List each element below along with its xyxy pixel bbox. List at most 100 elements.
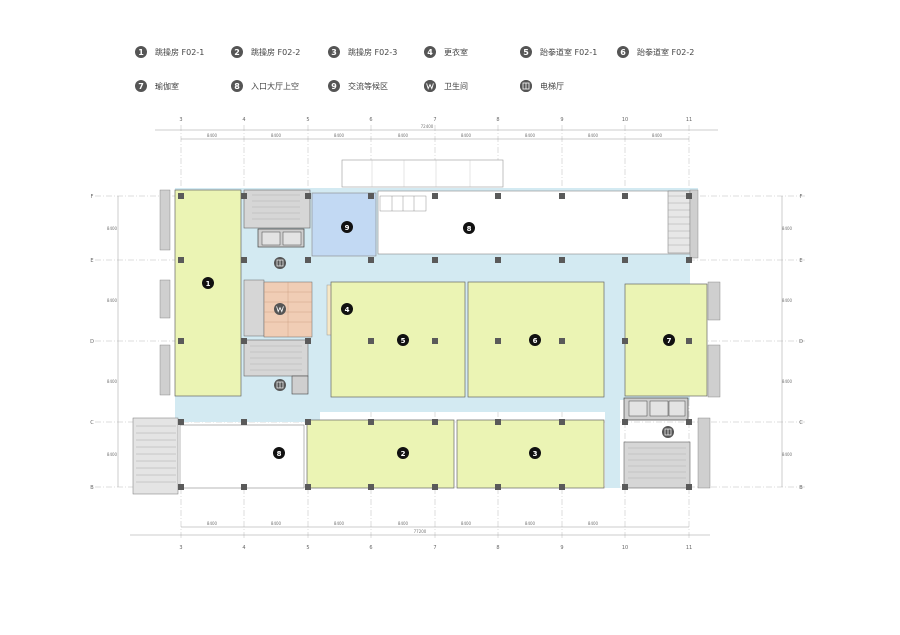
core-bottom-right bbox=[623, 397, 691, 489]
legend-item-elevator: 电梯厅 bbox=[520, 78, 564, 94]
bottom-spacing: 8400 bbox=[461, 521, 472, 526]
bottom-spacing: 8400 bbox=[525, 521, 536, 526]
legend-item-9: 9 交流等候区 bbox=[328, 78, 388, 94]
axis-label-bottom: 10 bbox=[622, 545, 628, 551]
legend-item-6: 6 跆拳道室 F02-2 bbox=[617, 44, 694, 60]
axis-label-top: 6 bbox=[369, 117, 372, 123]
axis-label-bottom: 11 bbox=[686, 545, 692, 551]
bottom-spacing: 8400 bbox=[334, 521, 345, 526]
axis-label-bottom: 9 bbox=[560, 545, 563, 551]
legend-label-6: 跆拳道室 F02-2 bbox=[637, 47, 695, 57]
structural-columns bbox=[178, 193, 692, 490]
elevator-icon-right bbox=[662, 426, 674, 438]
axis-label-left: C bbox=[90, 420, 94, 426]
legend-item-2: 2 跳操房 F02-2 bbox=[231, 44, 300, 60]
bottom-spacing: 8400 bbox=[207, 521, 218, 526]
room-badge-2: 2 bbox=[397, 447, 409, 459]
room-badge-4: 4 bbox=[341, 303, 353, 315]
legend-number-7: 7 bbox=[135, 80, 147, 92]
legend-label-8: 入口大厅上空 bbox=[251, 81, 299, 91]
room-badge-3: 3 bbox=[529, 447, 541, 459]
legend-label-1: 跳操房 F02-1 bbox=[155, 47, 205, 57]
legend-number-2: 2 bbox=[231, 46, 243, 58]
axis-label-bottom: 8 bbox=[496, 545, 499, 551]
stair-bottom-left bbox=[132, 417, 179, 495]
axis-label-left: D bbox=[90, 339, 94, 345]
bottom-dimensions: 8400 8400 8400 8400 8400 8400 8400 77200 bbox=[207, 521, 599, 534]
room-badge-9: 9 bbox=[341, 221, 353, 233]
roof-canopy bbox=[341, 159, 504, 188]
atrium-void-top bbox=[377, 190, 692, 255]
top-total-dimension: 72400 bbox=[421, 124, 434, 129]
axis-label-left: E bbox=[90, 258, 93, 264]
top-spacing: 8400 bbox=[525, 133, 536, 138]
axis-label-top: 10 bbox=[622, 117, 628, 123]
room-aerobics-f02-1 bbox=[174, 189, 242, 397]
legend-item-4: 4 更衣室 bbox=[424, 44, 468, 60]
elevator-icon-left bbox=[274, 379, 286, 391]
left-row-spacing: 8400 bbox=[107, 452, 118, 457]
axis-label-bottom: 7 bbox=[433, 545, 436, 551]
axis-label-bottom: 5 bbox=[306, 545, 309, 551]
side-dimensions: 8400 8400 8400 8400 8400 8400 8400 8400 bbox=[107, 226, 793, 457]
legend-number-3: 3 bbox=[328, 46, 340, 58]
atrium-glazing bbox=[379, 195, 427, 212]
room-badge-5: 5 bbox=[397, 334, 409, 346]
core-top-left bbox=[243, 189, 311, 248]
dimension-lines bbox=[117, 129, 783, 536]
toilets bbox=[243, 279, 313, 338]
axis-label-right: C bbox=[799, 420, 803, 426]
axis-label-top: 4 bbox=[242, 117, 245, 123]
left-row-spacing: 8400 bbox=[107, 298, 118, 303]
room-badge-5-number: 5 bbox=[401, 337, 406, 345]
room-badge-3-number: 3 bbox=[533, 450, 538, 458]
axis-label-top: 5 bbox=[306, 117, 309, 123]
top-spacing: 8400 bbox=[652, 133, 663, 138]
top-spacing: 8400 bbox=[271, 133, 282, 138]
bottom-total-dimension: 77200 bbox=[414, 529, 427, 534]
right-row-spacing: 8400 bbox=[782, 226, 793, 231]
atrium-void-bottom bbox=[179, 424, 305, 489]
room-badges: 1 9 8 4 5 6 7 8 bbox=[202, 221, 675, 459]
room-aerobics-f02-2 bbox=[306, 419, 455, 489]
top-spacing: 8400 bbox=[334, 133, 345, 138]
room-badge-8-top: 8 bbox=[463, 222, 475, 234]
bottom-spacing: 8400 bbox=[271, 521, 282, 526]
legend-label-elevator: 电梯厅 bbox=[540, 81, 564, 91]
room-badge-4-number: 4 bbox=[345, 306, 350, 314]
top-spacing: 8400 bbox=[207, 133, 218, 138]
axis-label-bottom: 6 bbox=[369, 545, 372, 551]
axis-label-top: 3 bbox=[179, 117, 182, 123]
exterior-wall-strips bbox=[159, 189, 721, 489]
left-row-spacing: 8400 bbox=[107, 379, 118, 384]
bottom-spacing: 8400 bbox=[588, 521, 599, 526]
room-badge-2-number: 2 bbox=[401, 450, 406, 458]
legend-label-5: 跆拳道室 F02-1 bbox=[540, 47, 598, 57]
legend-label-toilet: 卫生间 bbox=[444, 81, 468, 91]
room-badge-6-number: 6 bbox=[533, 337, 538, 345]
bottom-spacing: 8400 bbox=[398, 521, 409, 526]
toilet-icon bbox=[274, 303, 286, 315]
axis-label-bottom: 3 bbox=[179, 545, 182, 551]
column-axis-labels: 3 4 5 6 7 8 9 10 11 3 4 5 6 7 8 9 10 11 bbox=[179, 117, 692, 551]
legend-item-1: 1 跳操房 F02-1 bbox=[135, 44, 204, 60]
room-aerobics-f02-3 bbox=[456, 419, 605, 489]
legend-label-3: 跳操房 F02-3 bbox=[348, 47, 398, 57]
axis-label-bottom: 4 bbox=[242, 545, 245, 551]
legend-item-toilet: 卫生间 bbox=[424, 78, 468, 94]
legend-number-9: 9 bbox=[328, 80, 340, 92]
room-badge-1: 1 bbox=[202, 277, 214, 289]
axis-label-top: 8 bbox=[496, 117, 499, 123]
legend-label-2: 跳操房 F02-2 bbox=[251, 47, 301, 57]
axis-label-left: B bbox=[90, 485, 94, 491]
legend-number-1: 1 bbox=[135, 46, 147, 58]
top-spacing: 8400 bbox=[588, 133, 599, 138]
legend-number-8: 8 bbox=[231, 80, 243, 92]
top-dimensions: 72400 8400 8400 8400 8400 8400 8400 8400… bbox=[207, 124, 663, 138]
room-badge-7: 7 bbox=[663, 334, 675, 346]
room-badge-8-top-number: 8 bbox=[467, 225, 472, 233]
axis-label-top: 9 bbox=[560, 117, 563, 123]
right-row-spacing: 8400 bbox=[782, 379, 793, 384]
stair-top-right bbox=[667, 190, 691, 254]
